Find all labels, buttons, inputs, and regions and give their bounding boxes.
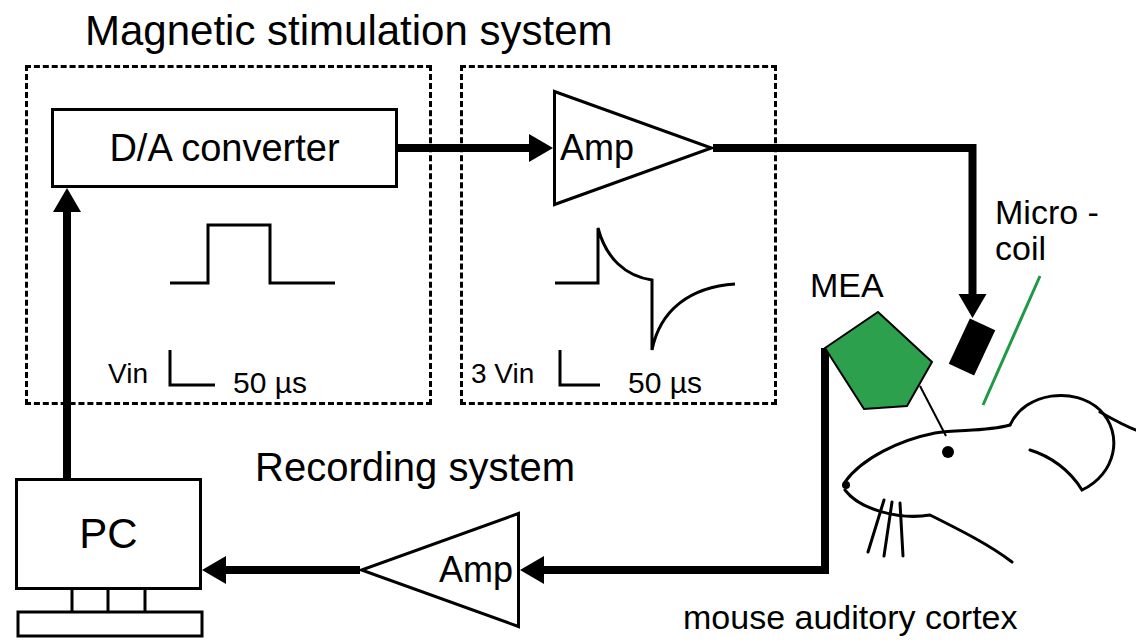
signal-arrow	[53, 188, 81, 478]
node-text: MEA	[810, 268, 884, 302]
node-text: 50 µs	[628, 368, 702, 398]
mouse-eye	[942, 446, 954, 458]
connector-line	[398, 144, 533, 152]
group-label: Recording system	[255, 447, 575, 487]
dashed-group: Vin 50 µs D/A converter	[25, 65, 432, 405]
scale-bar	[170, 350, 215, 385]
amplifier-triangle: Amp	[360, 512, 520, 628]
group-title: Magnetic stimulation system	[85, 10, 613, 52]
pc-stand	[18, 590, 202, 636]
coil-shape	[950, 318, 995, 376]
mouse-nose	[842, 481, 850, 489]
amplifier-shape	[362, 514, 519, 627]
micro-coil: Micro -coil	[950, 318, 995, 376]
signal-arrow	[713, 148, 987, 318]
scale-bar	[560, 350, 600, 385]
node-text: Amp	[439, 552, 513, 588]
node-text: Micro -coil	[995, 195, 1110, 266]
connector-line	[540, 348, 825, 570]
node-text: PC	[79, 513, 137, 555]
computer-monitor: PC	[15, 478, 202, 590]
arrowhead	[529, 134, 553, 162]
converter-box: D/A converter	[51, 108, 398, 188]
pulse-waveform	[170, 225, 335, 283]
node-text: Vin	[108, 360, 148, 388]
signal-arrow	[202, 556, 360, 584]
node-text: Amp	[560, 130, 634, 166]
arrowhead	[520, 556, 544, 584]
arrowhead	[959, 294, 987, 318]
arrowhead	[202, 556, 226, 584]
probe-body	[825, 312, 932, 409]
node-text: 3 Vin	[471, 360, 534, 388]
group-label: mouse auditory cortex	[683, 600, 1018, 634]
connector-line	[222, 566, 360, 574]
probe-shank	[920, 386, 946, 436]
amplifier-shape	[555, 92, 712, 205]
signal-arrow	[398, 134, 553, 162]
dashed-group: 3 Vin 50 µs Amp	[460, 65, 777, 405]
arrowhead	[53, 188, 81, 212]
amplifier-triangle: Amp	[553, 90, 713, 206]
connector-line	[63, 208, 71, 478]
leader-line	[983, 276, 1040, 405]
electrode-array: MEA	[808, 268, 948, 443]
node-text: D/A converter	[109, 129, 339, 167]
node-text: 50 µs	[233, 368, 307, 398]
mouse-drawing	[845, 395, 1136, 562]
stimulus-waveform	[555, 228, 735, 350]
coil-body	[949, 318, 996, 375]
